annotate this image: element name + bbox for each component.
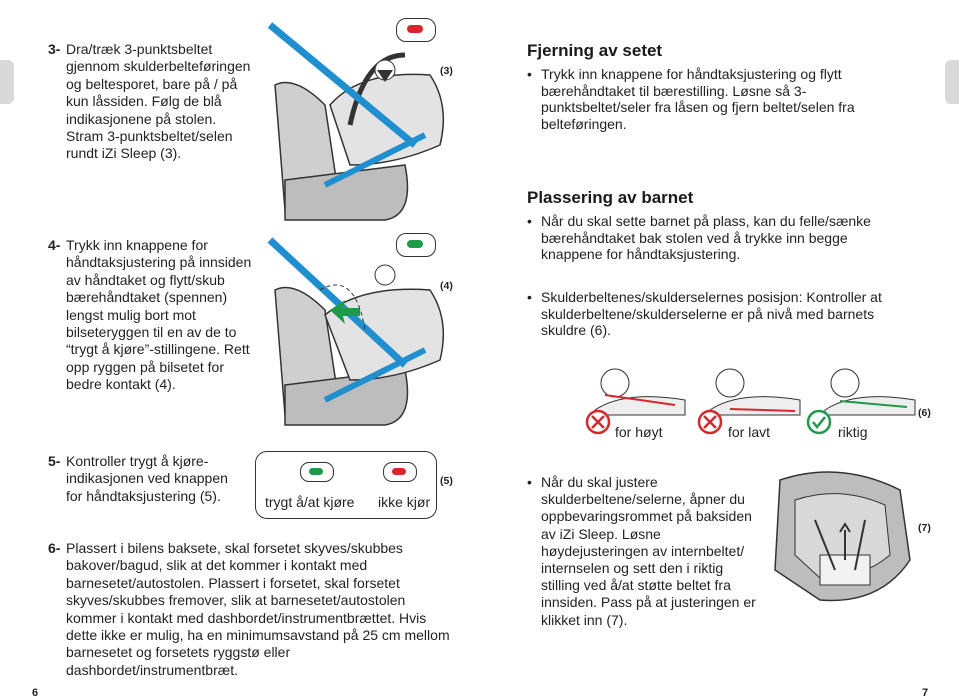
step-text: Dra/træk 3-punktsbeltet gjennom skulderb…: [66, 41, 251, 162]
seat-belt: [267, 22, 418, 148]
figure-label-6: (6): [918, 407, 931, 419]
step-text: Kontroller trygt å kjøre-indikasjonen ve…: [66, 453, 228, 504]
handle-button: [374, 264, 396, 286]
red-indicator-3: [396, 18, 436, 42]
page-number-left: 6: [32, 687, 39, 699]
harness-too-low-illustration: [709, 368, 801, 416]
removal-bullet: • Trykk inn knappene for håndtaksjusteri…: [527, 66, 855, 132]
step-4: 4- Trykk inn knappene for håndtaksjuster…: [48, 237, 263, 394]
safe-indicator: [300, 462, 334, 482]
green-indicator-4: [396, 233, 436, 257]
figure-3-illustration: [267, 22, 445, 221]
carry-handle: [347, 52, 406, 126]
figure-label-5: (5): [440, 475, 453, 487]
harness-adjustment-illustration: [774, 471, 911, 602]
figure-5-panel: [255, 451, 437, 519]
placement-bullet-1: • Når du skal sette barnet på plass, kan…: [527, 213, 871, 262]
figure-4-illustration: [267, 237, 445, 426]
harness-label-too-low: for lavt: [728, 424, 771, 440]
page-number-right: 7: [922, 687, 929, 699]
figure-label-4: (4): [440, 280, 453, 292]
unsafe-indicator: [383, 462, 417, 482]
step-number: 5-: [48, 453, 61, 469]
seat-belt: [267, 237, 408, 368]
left-page-tab: [0, 60, 14, 104]
harness-label-too-high: for høyt: [615, 424, 663, 440]
figure-label-7: (7): [918, 522, 931, 534]
harness-correct-illustration: [824, 368, 916, 416]
step-number: 6-: [48, 540, 61, 556]
car-seat-base: [284, 369, 409, 426]
safe-label: trygt å/at kjøre: [265, 494, 355, 510]
green-arrow-icon: [330, 300, 360, 324]
lap-belt: [323, 347, 427, 403]
unsafe-label: ikke kjør: [378, 494, 431, 510]
step-number: 3-: [48, 41, 61, 57]
lap-belt: [323, 132, 427, 188]
harness-label-correct: riktig: [838, 424, 868, 440]
placement-bullet-2: • Skulderbeltenes/skulderselernes posisj…: [527, 289, 882, 338]
step-5: 5- Kontroller trygt å kjøre-indikasjonen…: [48, 453, 248, 505]
check-icon: [806, 409, 832, 435]
car-seat-base: [284, 164, 409, 221]
removal-title: Fjerning av setet: [527, 41, 663, 60]
step-3: 3- Dra/træk 3-punktsbeltet gjennom skuld…: [48, 41, 253, 163]
step-text: Plassert i bilens baksete, skal forsetet…: [66, 540, 450, 678]
handle-motion-path: [319, 284, 366, 331]
step-number: 4-: [48, 237, 61, 253]
cross-icon: [585, 409, 611, 435]
harness-too-high-illustration: [594, 368, 686, 416]
figure-label-3: (3): [440, 65, 453, 77]
right-page-tab: [945, 60, 959, 104]
cross-icon: [697, 409, 723, 435]
step-6: 6- Plassert i bilens baksete, skal forse…: [48, 540, 453, 679]
placement-title: Plassering av barnet: [527, 188, 694, 207]
step-text: Trykk inn knappene for håndtaksjustering…: [66, 237, 252, 393]
adjust-bullet: • Når du skal justere skulderbeltene/sel…: [527, 474, 756, 628]
